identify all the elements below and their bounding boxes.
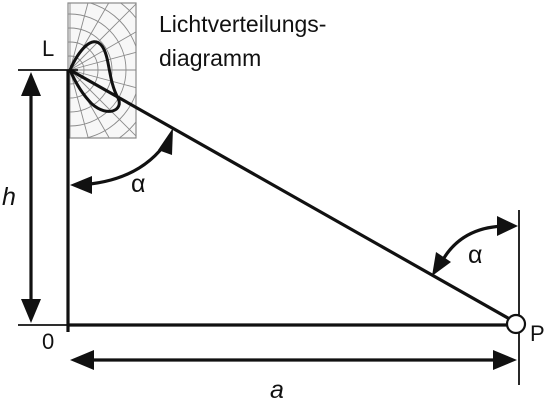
label-distance: a <box>270 376 284 404</box>
grid-ray <box>69 3 89 71</box>
angle-arc-top <box>70 128 173 194</box>
label-origin: 0 <box>42 329 54 354</box>
label-light-source: L <box>42 36 54 61</box>
title-line-2: diagramm <box>159 45 261 71</box>
height-arrow <box>21 72 41 323</box>
grid-ray <box>69 31 136 71</box>
grid-ray <box>69 69 89 138</box>
label-point: P <box>530 321 545 346</box>
grid-ray <box>69 3 136 71</box>
label-angle-bottom: α <box>468 241 482 269</box>
angle-arc-bottom <box>432 216 518 276</box>
grid-ray <box>69 69 136 89</box>
grid-ray <box>69 51 136 71</box>
label-angle-top: α <box>131 170 145 198</box>
title-line-1: Lichtverteilungs- <box>159 11 326 37</box>
label-height: h <box>2 183 16 211</box>
distance-arrow <box>70 350 517 370</box>
light-ray <box>69 68 516 324</box>
point-p-marker <box>505 313 527 335</box>
